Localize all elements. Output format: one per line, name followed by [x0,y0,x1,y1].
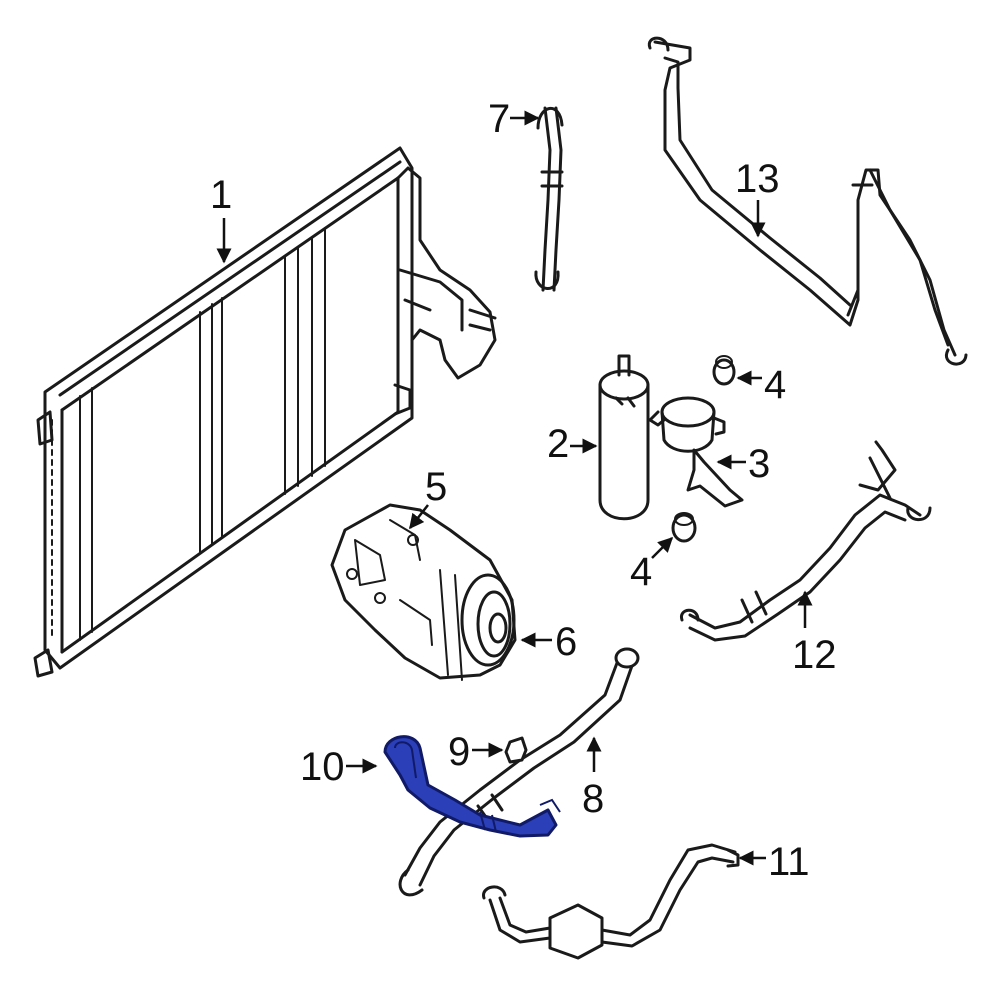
callout-4-upper: 4 [736,363,786,407]
callout-8: 8 [582,736,604,821]
line-part-8[interactable] [398,647,640,897]
clip-part-9[interactable] [504,736,528,764]
compressor-part-6[interactable] [330,503,517,681]
svg-text:1: 1 [210,173,232,217]
svg-text:8: 8 [582,777,604,821]
callout-13: 13 [735,157,780,238]
callout-5: 5 [409,465,447,530]
callout-11: 11 [738,840,810,884]
svg-text:11: 11 [768,840,810,884]
svg-text:10: 10 [300,745,345,789]
svg-text:4: 4 [630,550,652,594]
hose-part-11[interactable] [482,843,740,960]
pipe-part-13[interactable] [647,36,968,366]
callout-4-lower: 4 [630,536,674,594]
svg-text:6: 6 [555,620,577,664]
grommet-part-4-upper[interactable] [712,355,736,386]
svg-text:7: 7 [488,97,510,141]
callout-10: 10 [300,745,378,789]
svg-text:13: 13 [735,157,780,201]
bracket-part-3[interactable] [648,396,744,508]
hose-part-10-highlighted[interactable] [383,735,561,838]
callout-3: 3 [716,442,770,486]
callout-9: 9 [448,730,504,774]
svg-text:12: 12 [792,633,837,677]
svg-text:9: 9 [448,730,470,774]
condenser-part-1[interactable] [33,146,497,678]
hose-part-7[interactable] [534,106,564,292]
svg-text:2: 2 [547,422,569,466]
callout-1: 1 [210,173,232,264]
receiver-drier-part-2[interactable] [598,354,650,521]
callout-6: 6 [520,620,577,664]
svg-text:3: 3 [748,442,770,486]
callout-7: 7 [488,97,540,141]
svg-text:5: 5 [425,465,447,509]
svg-text:4: 4 [764,363,786,407]
callout-12: 12 [792,590,837,677]
grommet-part-4-lower[interactable] [671,512,697,543]
callout-2: 2 [547,422,598,466]
